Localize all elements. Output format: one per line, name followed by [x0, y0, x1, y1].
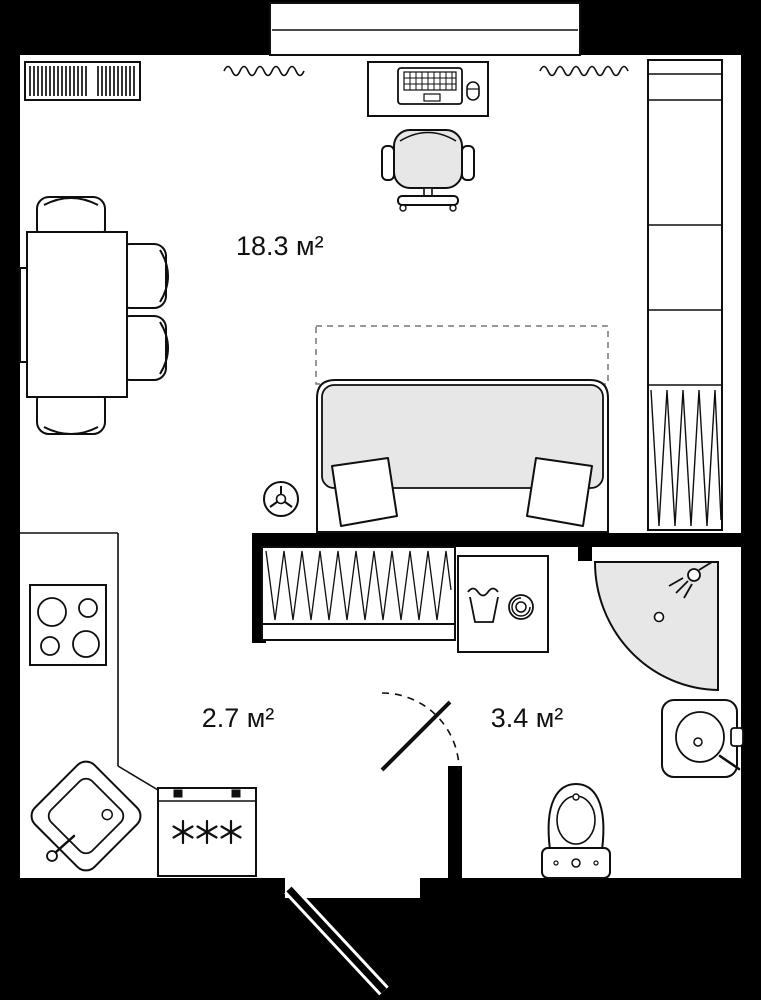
balcony-window-icon — [269, 2, 581, 56]
office-chair-icon — [381, 129, 475, 212]
dining-table-icon — [19, 196, 169, 435]
wardrobe-icon — [647, 59, 723, 531]
kitchen-sink-icon — [30, 760, 142, 872]
door-swing-icon — [380, 692, 460, 772]
mouse-icon — [466, 81, 480, 101]
shower-head-icon — [668, 561, 713, 599]
fan-icon — [263, 481, 299, 517]
vent-grille-icon — [24, 61, 141, 101]
area-label-hall: 2.7 м² — [202, 703, 275, 733]
bathroom-sink-icon — [661, 699, 744, 778]
kitchen-counter — [20, 532, 159, 791]
radiator-icon — [223, 65, 629, 77]
washing-machine-icon — [457, 555, 549, 653]
area-label-living: 18.3 м² — [236, 231, 324, 261]
shower-icon — [593, 561, 719, 692]
area-label-bathroom: 3.4 м² — [491, 703, 564, 733]
entrance-door-icon — [284, 884, 389, 996]
bed-icon — [315, 325, 609, 533]
closet-icon — [261, 546, 456, 641]
stove-icon — [29, 584, 107, 666]
freezer-icon — [157, 787, 257, 877]
desk-laptop-icon — [367, 61, 489, 117]
pillow-icon — [331, 457, 593, 527]
toilet-icon — [541, 782, 611, 879]
